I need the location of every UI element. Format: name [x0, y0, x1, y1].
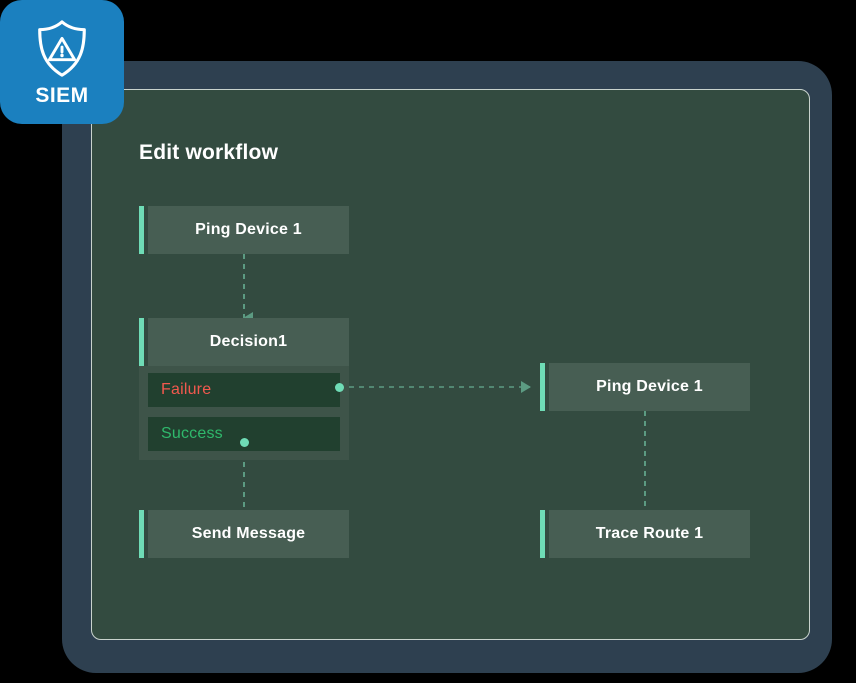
node-accent-bar — [540, 510, 545, 558]
output-port-success[interactable] — [240, 438, 249, 447]
node-body[interactable]: Send Message — [148, 510, 349, 558]
node-body[interactable]: Ping Device 1 — [148, 206, 349, 254]
node-label: Trace Route 1 — [595, 525, 704, 542]
shield-warning-icon — [31, 18, 93, 80]
output-port-failure[interactable] — [335, 383, 344, 392]
node-label: Ping Device 1 — [195, 221, 302, 238]
decision-header[interactable]: Decision1 — [139, 318, 349, 366]
siem-badge[interactable]: SIEM — [0, 0, 124, 124]
node-label: Ping Device 1 — [596, 378, 703, 395]
node-accent-bar — [139, 206, 144, 254]
workflow-node-ping-device-1-right[interactable]: Ping Device 1 — [540, 363, 750, 411]
siem-badge-label: SIEM — [35, 84, 89, 107]
node-label: Decision1 — [209, 333, 288, 350]
workflow-node-ping-device-1[interactable]: Ping Device 1 — [139, 206, 349, 254]
workflow-panel: Edit workflow — [91, 89, 810, 640]
node-label: Send Message — [191, 525, 306, 542]
node-accent-bar — [139, 510, 144, 558]
node-accent-bar — [139, 318, 144, 366]
branch-label: Success — [161, 425, 223, 442]
branch-item-failure[interactable]: Failure — [148, 373, 340, 407]
page-title: Edit workflow — [139, 141, 279, 164]
node-body[interactable]: Ping Device 1 — [549, 363, 750, 411]
node-accent-bar — [540, 363, 545, 411]
branch-label: Failure — [161, 381, 212, 398]
workflow-node-send-message[interactable]: Send Message — [139, 510, 349, 558]
node-body[interactable]: Decision1 — [148, 318, 349, 366]
node-body[interactable]: Trace Route 1 — [549, 510, 750, 558]
workflow-canvas[interactable]: Ping Device 1 Decision1 Failure — [92, 90, 809, 639]
workflow-node-trace-route-1[interactable]: Trace Route 1 — [540, 510, 750, 558]
